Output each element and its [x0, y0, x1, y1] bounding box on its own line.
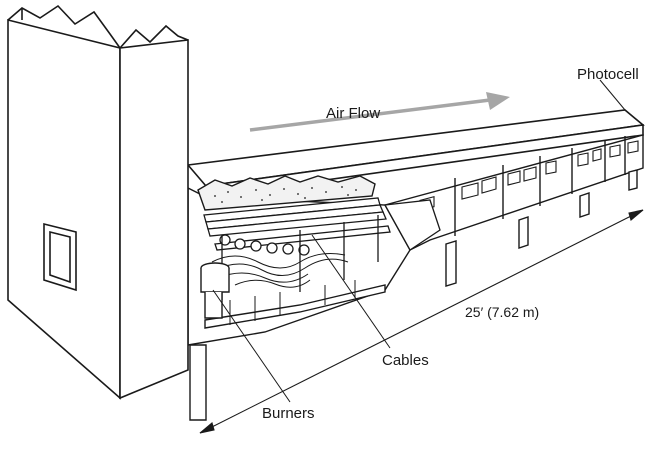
stack-access-door — [43, 222, 77, 292]
cable-tray — [203, 197, 391, 300]
burner-pipe — [200, 262, 230, 319]
air-flow-label: Air Flow — [326, 105, 380, 122]
burners-label: Burners — [262, 405, 315, 422]
duct-transition — [383, 199, 441, 251]
photocell-label: Photocell — [577, 66, 639, 83]
burners-leader — [212, 289, 291, 403]
cables-leader — [311, 234, 391, 349]
cables-label: Cables — [382, 352, 429, 369]
length-dimension-line — [199, 209, 644, 434]
insulation-texture — [214, 186, 357, 203]
leader-lines — [212, 79, 626, 403]
burner-flames — [211, 253, 349, 288]
exhaust-stack — [7, 4, 189, 400]
observation-windows — [419, 140, 639, 212]
floor-bricks — [229, 280, 356, 325]
photocell-leader — [599, 79, 626, 111]
support-legs — [189, 169, 638, 421]
air-flow-arrow — [249, 92, 510, 132]
length-label: 25′ (7.62 m) — [465, 304, 539, 320]
